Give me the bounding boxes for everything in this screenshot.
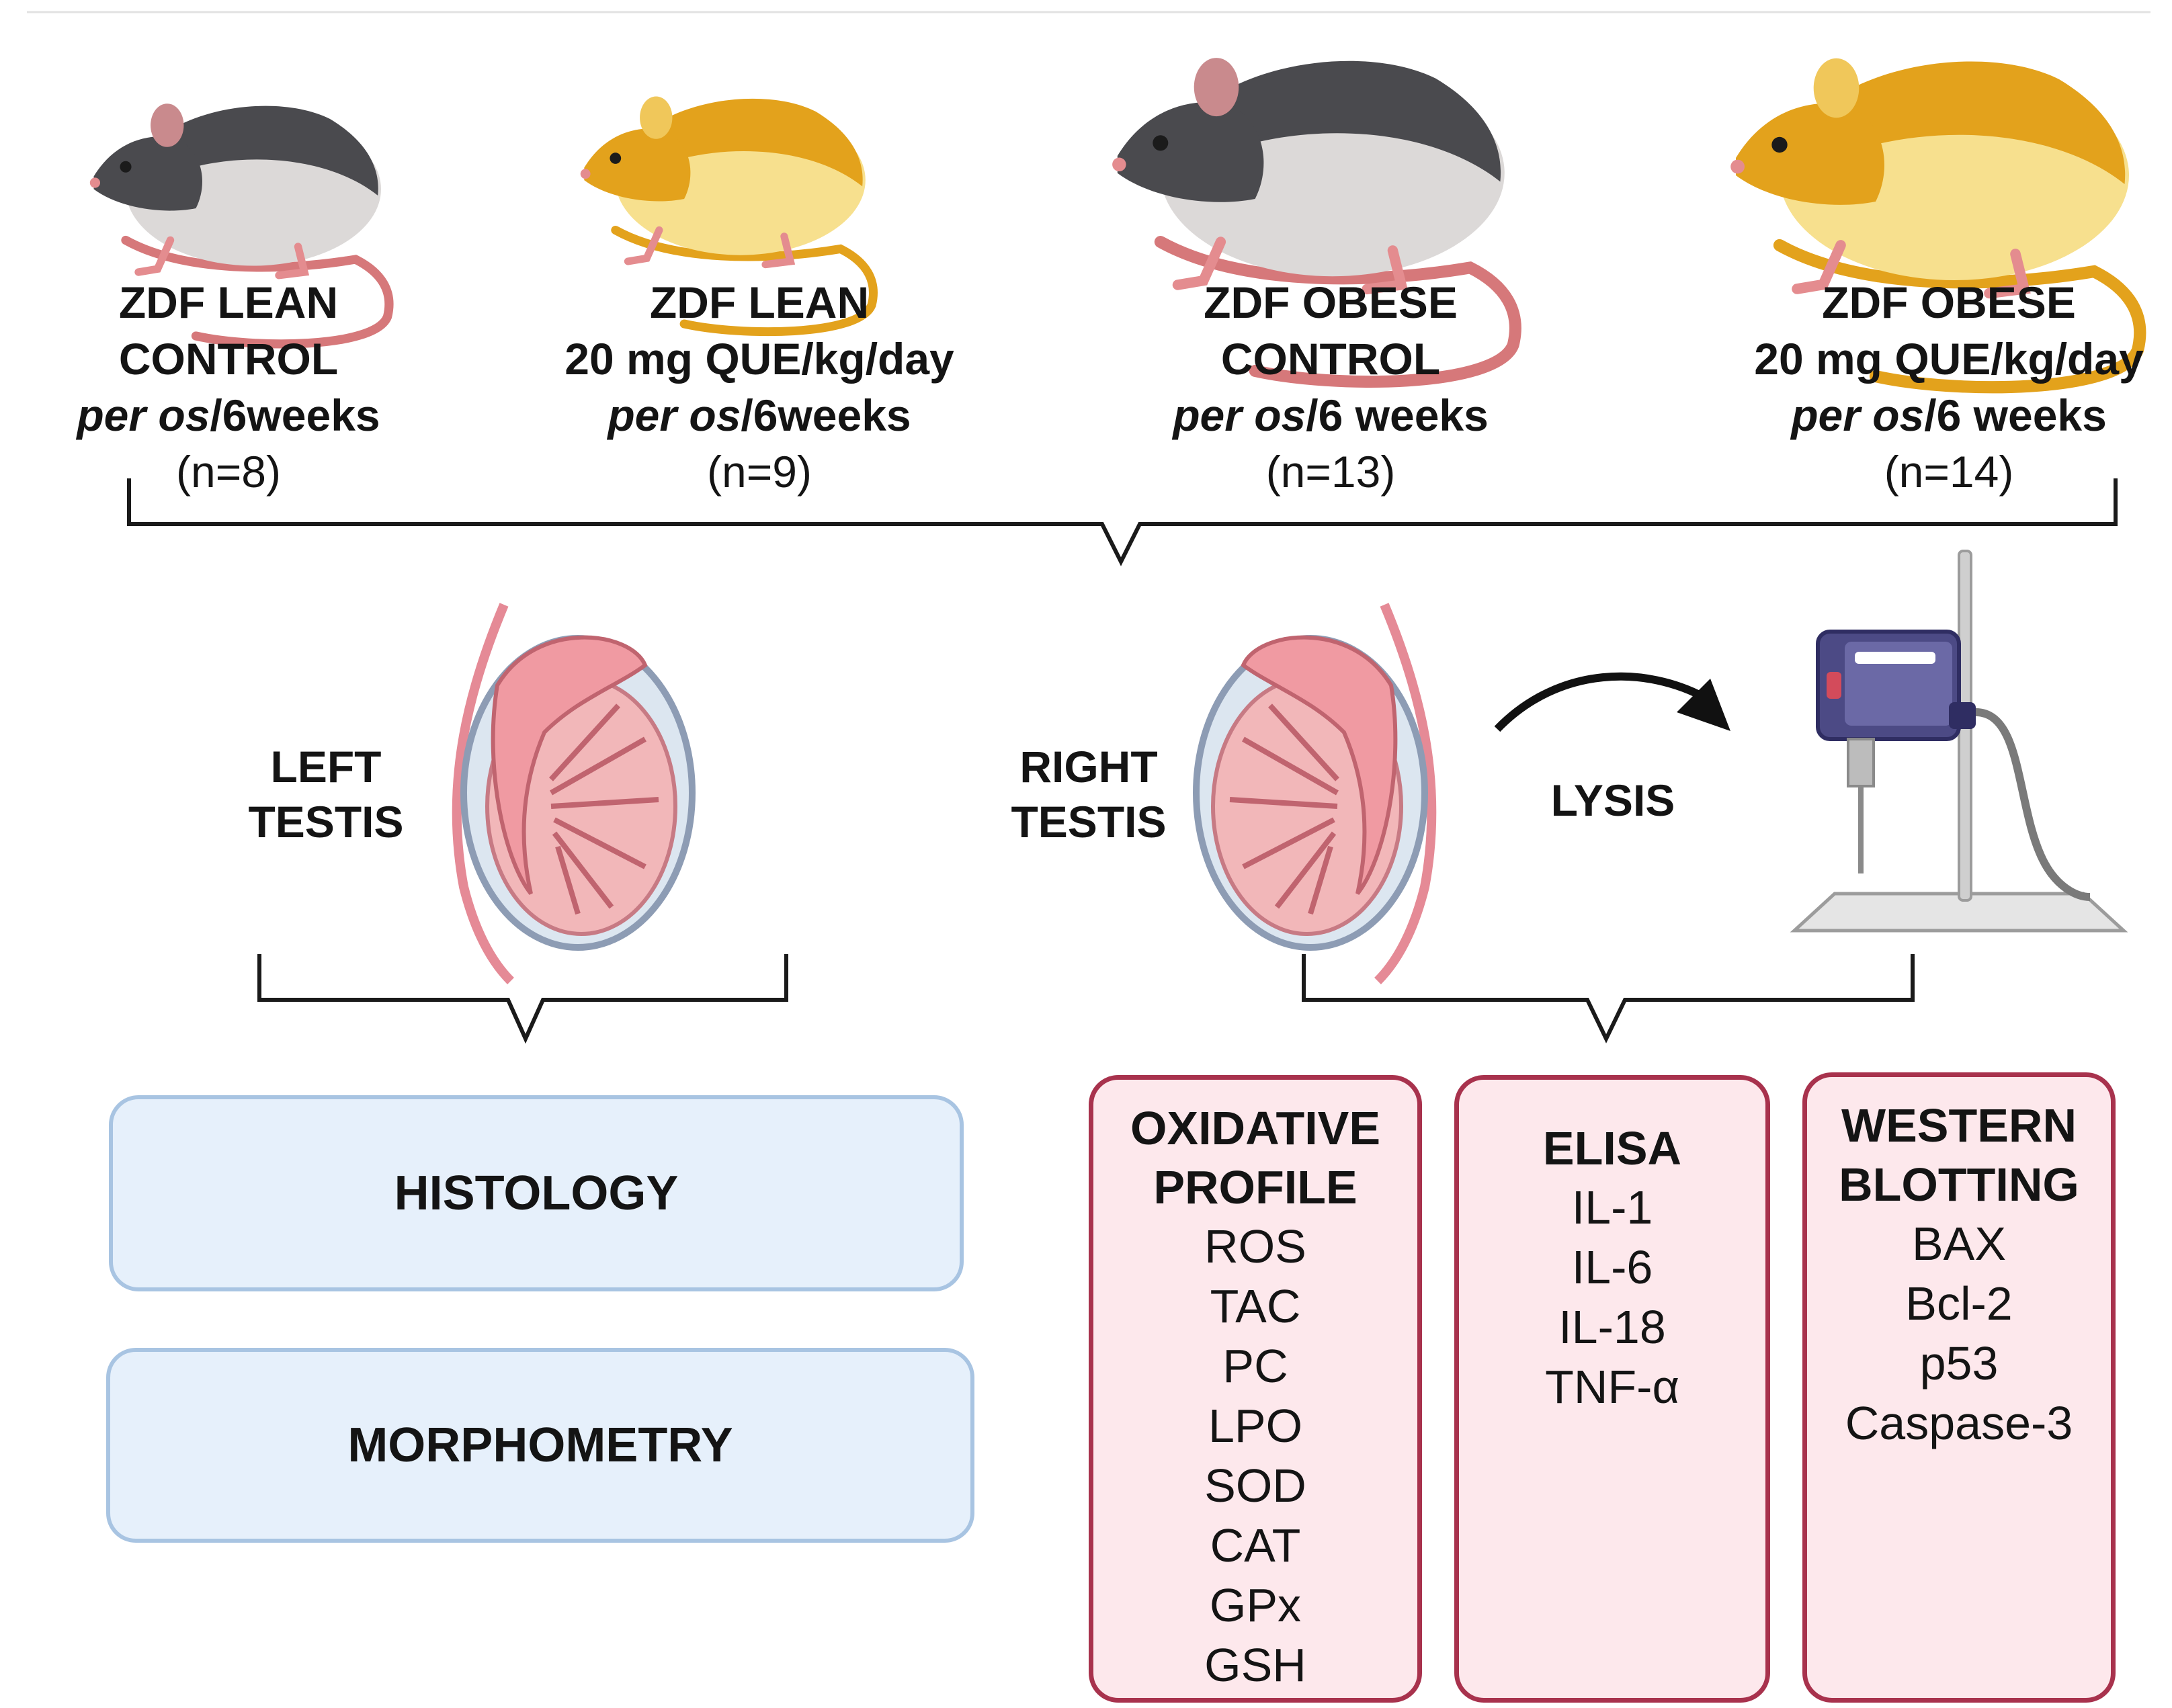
list-item: p53 <box>1919 1337 1999 1390</box>
group-regimen: per os/6weeks <box>608 390 911 440</box>
list-item: CAT <box>1210 1519 1301 1572</box>
morphometry-box: MORPHOMETRY <box>106 1348 974 1543</box>
right-testis-icon <box>1193 603 1437 984</box>
lysis-arrow-icon <box>1494 672 1730 732</box>
list-item: Bcl-2 <box>1905 1277 2013 1330</box>
group-name-line1: ZDF OBESE <box>1822 277 2076 327</box>
list-item: BAX <box>1911 1218 2007 1270</box>
list-item: ROS <box>1204 1220 1306 1273</box>
lysis-label: LYSIS <box>1550 775 1675 825</box>
rat-obese-control-icon <box>1112 58 1521 388</box>
group-name-line2: CONTROL <box>1220 334 1441 384</box>
group-sample-size: (n=14) <box>1884 447 2014 497</box>
group-regimen: per os/6 weeks <box>1791 390 2107 440</box>
list-item: TNF-α <box>1545 1361 1679 1413</box>
left-testis-icon <box>452 603 696 984</box>
group-label-lean-control: ZDF LEAN CONTROL per os/6weeks (n=8) <box>27 274 430 500</box>
histology-box: HISTOLOGY <box>109 1095 964 1291</box>
group-label-obese-control: ZDF OBESE CONTROL per os/6 weeks (n=13) <box>1129 274 1532 500</box>
elisa-panel: ELISA IL-1 IL-6 IL-18 TNF-α <box>1454 1075 1770 1703</box>
list-item: GSH <box>1204 1639 1306 1691</box>
rat-obese-que-icon <box>1730 58 2146 394</box>
group-name-line1: ZDF LEAN <box>118 277 339 327</box>
group-sample-size: (n=8) <box>176 447 281 497</box>
group-name-line1: ZDF OBESE <box>1204 277 1458 327</box>
rat-lean-que-icon <box>580 96 878 337</box>
homogenizer-icon <box>1790 550 2128 933</box>
group-sample-size: (n=9) <box>707 447 812 497</box>
right-testis-bracket <box>1302 954 1915 1043</box>
group-regimen: per os/6 weeks <box>1173 390 1489 440</box>
group-label-lean-que: ZDF LEAN 20 mg QUE/kg/day per os/6weeks … <box>524 274 995 500</box>
group-label-obese-que: ZDF OBESE 20 mg QUE/kg/day per os/6 week… <box>1720 274 2172 500</box>
rat-lean-control-icon <box>89 103 394 349</box>
list-item: IL-18 <box>1558 1301 1666 1353</box>
group-name-line2: CONTROL <box>118 334 339 384</box>
group-name-line2: 20 mg QUE/kg/day <box>565 334 954 384</box>
list-item: GPx <box>1209 1579 1302 1631</box>
group-name-line1: ZDF LEAN <box>649 277 870 327</box>
list-item: TAC <box>1210 1280 1301 1332</box>
list-item: Caspase-3 <box>1845 1397 2073 1449</box>
group-regimen: per os/6weeks <box>77 390 380 440</box>
list-item: SOD <box>1204 1459 1306 1512</box>
left-testis-bracket <box>257 954 788 1044</box>
list-item: IL-1 <box>1571 1181 1653 1234</box>
oxidative-profile-panel: OXIDATIVE PROFILE ROS TAC PC LPO SOD CAT… <box>1089 1075 1422 1703</box>
group-name-line2: 20 mg QUE/kg/day <box>1754 334 2144 384</box>
group-sample-size: (n=13) <box>1265 447 1396 497</box>
list-item: LPO <box>1208 1400 1303 1452</box>
western-blotting-panel: WESTERN BLOTTING BAX Bcl-2 p53 Caspase-3 <box>1802 1072 2116 1703</box>
list-item: PC <box>1222 1340 1288 1392</box>
groups-bracket <box>127 478 2118 566</box>
list-item: IL-6 <box>1571 1241 1653 1293</box>
